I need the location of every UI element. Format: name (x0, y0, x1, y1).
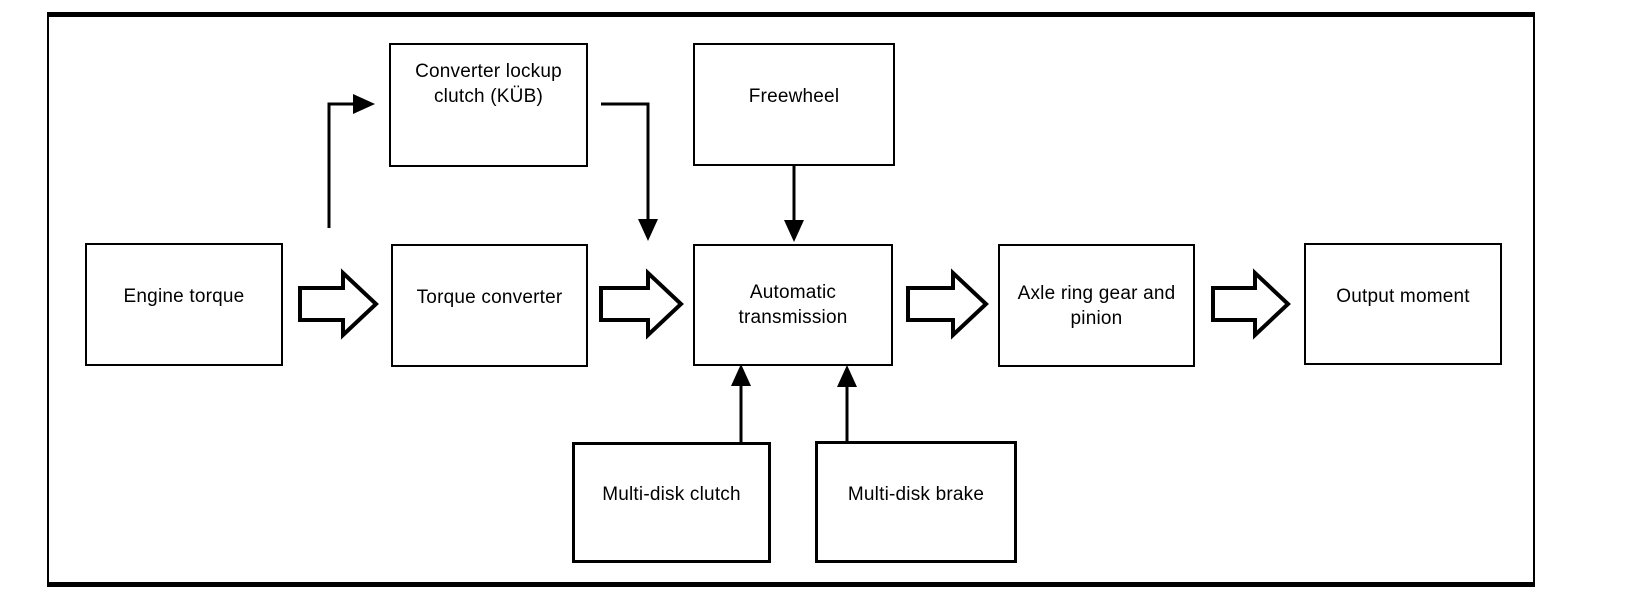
diagram-frame (47, 12, 1535, 587)
node-label-torque-converter: Torque converter (416, 287, 563, 308)
node-label-converter-lockup-clutch: Converter lockup clutch (KÜB) (415, 61, 562, 107)
node-label-output-moment: Output moment (1336, 285, 1470, 307)
node-label-axle-ring-gear-and-pinion: Axle ring gear and pinion (1017, 282, 1176, 329)
node-automatic-transmission: Automatic transmission (693, 244, 893, 366)
node-freewheel: Freewheel (693, 43, 895, 166)
node-label-automatic-transmission: Automatic transmission (738, 282, 848, 328)
node-axle-ring-gear-and-pinion: Axle ring gear and pinion (998, 244, 1195, 367)
node-label-multi-disk-clutch: Multi-disk clutch (602, 484, 741, 505)
node-torque-converter: Torque converter (391, 244, 588, 367)
node-label-multi-disk-brake: Multi-disk brake (847, 483, 985, 505)
node-multi-disk-clutch: Multi-disk clutch (572, 442, 771, 563)
node-label-freewheel: Freewheel (748, 86, 840, 107)
node-engine-torque: Engine torque (85, 243, 283, 366)
node-output-moment: Output moment (1304, 243, 1502, 365)
node-label-engine-torque: Engine torque (123, 286, 245, 307)
node-multi-disk-brake: Multi-disk brake (815, 441, 1017, 563)
node-converter-lockup-clutch: Converter lockup clutch (KÜB) (389, 43, 588, 167)
